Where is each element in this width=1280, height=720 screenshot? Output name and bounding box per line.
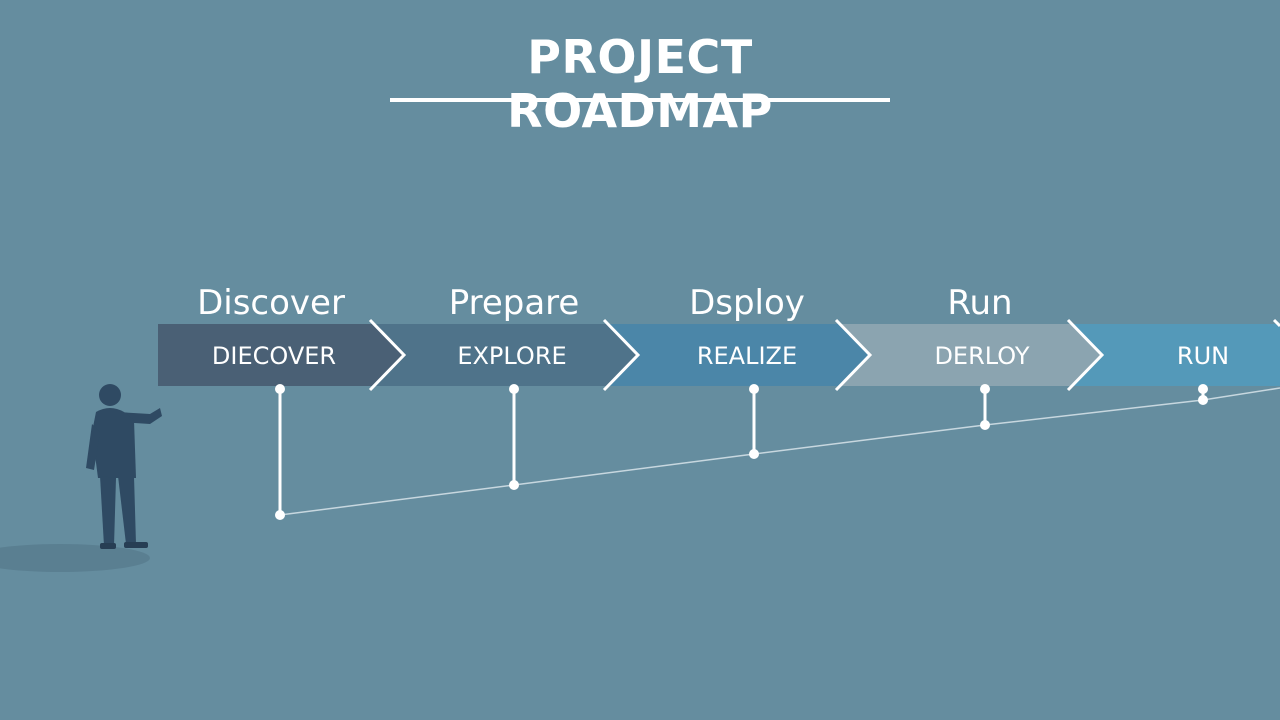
milestone-trend-line — [279, 387, 1280, 516]
chevron-segment-1 — [158, 324, 404, 386]
person-left-arm — [86, 424, 100, 470]
milestone-dot-bottom-2 — [509, 480, 519, 490]
milestone-dot-bottom-1 — [275, 510, 285, 520]
person-shadow — [0, 544, 150, 572]
chevron-segment-5 — [1070, 324, 1280, 386]
page-title: PROJECT ROADMAP — [507, 30, 773, 138]
person-leg-right — [118, 476, 136, 544]
stage-heading-1: Discover — [197, 283, 345, 323]
milestone-dot-top-3 — [749, 384, 759, 394]
milestone-dot-bottom-4 — [980, 420, 990, 430]
arrow-outline-1 — [368, 318, 407, 392]
chevron-segment-4 — [838, 324, 1102, 386]
stage-heading-2: Prepare — [448, 283, 580, 323]
chevron-label-1: DIECOVER — [211, 342, 337, 370]
milestone-dot-bottom-3 — [749, 449, 759, 459]
arrow-outline-2 — [602, 318, 641, 392]
title-underline — [390, 98, 890, 102]
person-foot-left — [100, 543, 116, 549]
chevron-label-3: REALIZE — [696, 342, 798, 370]
person-torso — [92, 408, 136, 478]
milestone-dot-bottom-5 — [1198, 395, 1208, 405]
stage-heading-3: Dsploy — [689, 283, 805, 323]
milestone-dot-top-5 — [1198, 384, 1208, 394]
chevron-segment-3 — [606, 324, 870, 386]
person-head — [99, 384, 121, 406]
chevron-segment-2 — [372, 324, 638, 386]
person-leg-left — [100, 476, 116, 546]
person-foot-right — [124, 542, 148, 548]
person-illustration — [0, 384, 162, 572]
chevron-label-4: DERLOY — [934, 342, 1030, 370]
milestone-dot-top-1 — [275, 384, 285, 394]
milestone-dot-top-2 — [509, 384, 519, 394]
arrow-outline-4 — [1066, 318, 1105, 392]
milestone-dot-top-4 — [980, 384, 990, 394]
chevron-label-2: EXPLORE — [457, 342, 567, 370]
stage-heading-4: Run — [947, 283, 1013, 323]
chevron-label-5: RUN — [1176, 342, 1230, 370]
arrow-outline-3 — [834, 318, 873, 392]
arrow-outline-5 — [1272, 318, 1280, 328]
